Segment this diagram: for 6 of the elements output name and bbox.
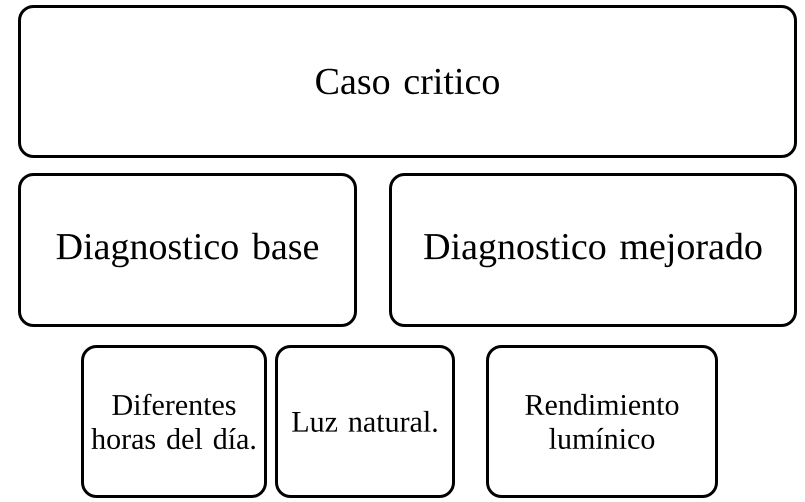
text-box: Diagnostico mejorado <box>389 173 797 327</box>
text-box: Rendimiento lumínico <box>486 344 718 498</box>
text-box: Caso critico <box>18 5 797 158</box>
text-box: Luz natural. <box>275 344 455 498</box>
text-box: Diagnostico base <box>18 173 357 327</box>
text-box: Diferentes horas del día. <box>81 344 267 498</box>
